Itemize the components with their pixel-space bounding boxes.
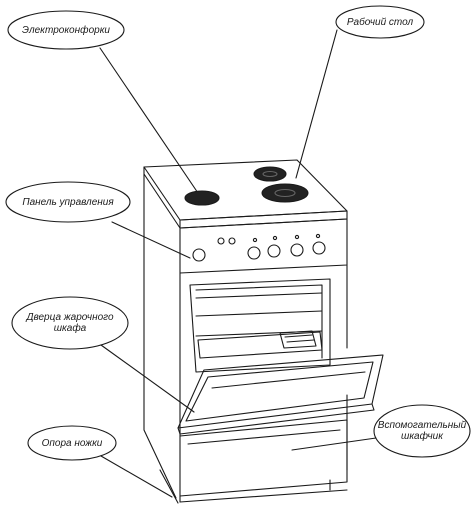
- cooktop: [143, 159, 348, 229]
- callout-bubble-rabochiy-stol: [335, 5, 425, 39]
- callout-panel-upravleniya: Панель управления: [22, 196, 114, 208]
- oven-cavity: [189, 278, 331, 373]
- control-panel: [179, 218, 348, 274]
- callout-dvertsa: Дверца жарочного шкафа: [26, 312, 114, 334]
- burners: [184, 166, 309, 206]
- callout-bubble-panel: [5, 181, 131, 223]
- callout-rabochiy-stol: Рабочий стол: [346, 16, 414, 28]
- stove-body: [143, 173, 348, 504]
- storage-drawer: [179, 419, 348, 497]
- callout-bubble-elektrokonforki: [7, 10, 125, 50]
- callout-bubble-dvertsa: [11, 296, 129, 350]
- callout-bubble-vspomogatelny: [373, 404, 471, 458]
- callout-vspomogatelny: Вспомогательный шкафчик: [377, 420, 467, 442]
- callout-elektrokonforki: Электроконфорки: [22, 24, 110, 36]
- callout-bubble-opora: [27, 425, 117, 461]
- leader-lines: [99, 29, 377, 498]
- oven-door: [177, 354, 384, 435]
- callout-opora-nozhki: Опора ножки: [41, 437, 103, 449]
